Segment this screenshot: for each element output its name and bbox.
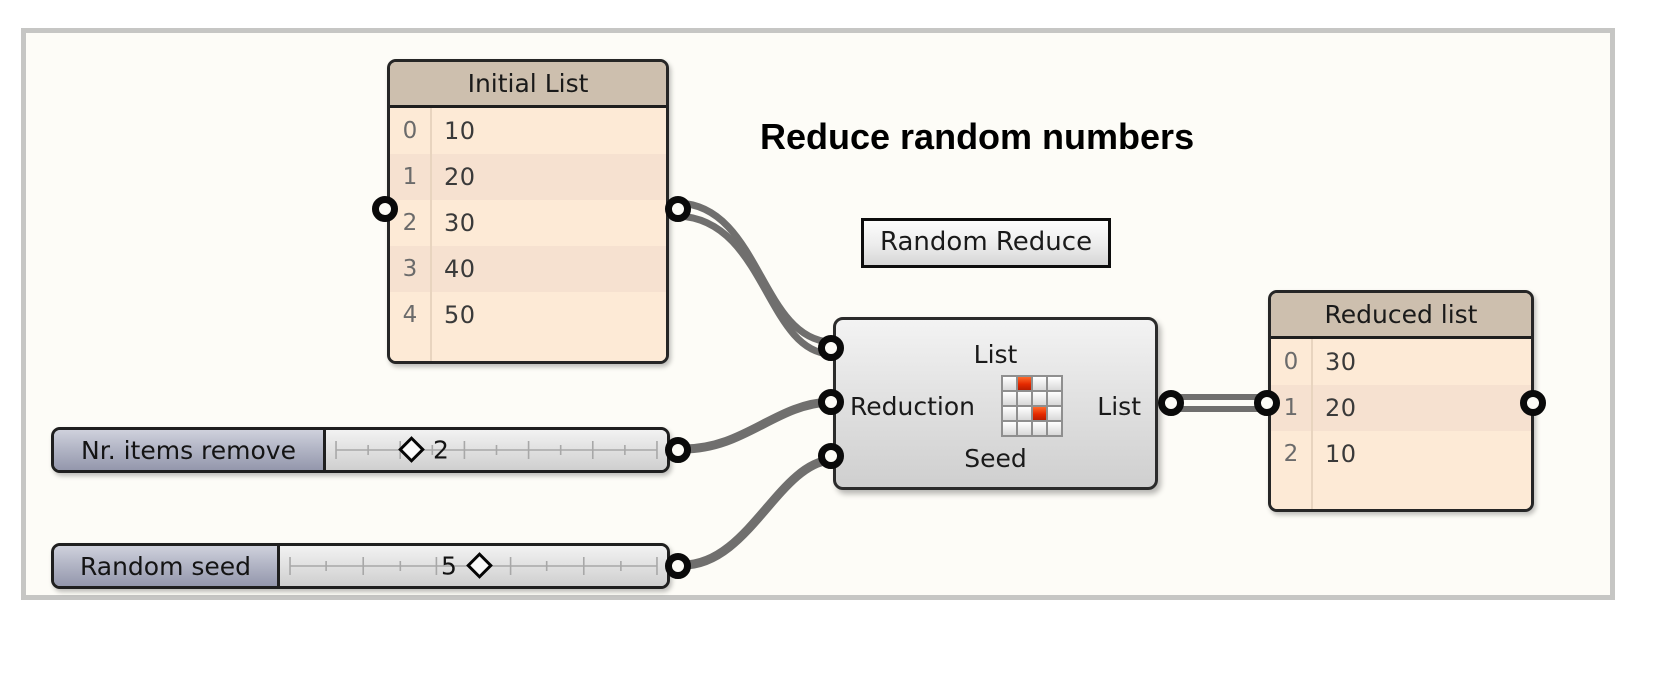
reduced-list-body: 0 30 1 20 2 10 [1271, 339, 1531, 509]
row-value: 20 [1325, 394, 1357, 422]
list-item: 0 10 [390, 108, 666, 154]
column-divider [1311, 431, 1313, 477]
column-divider [430, 108, 432, 154]
slider-value-random-seed: 5 [441, 551, 457, 581]
list-item: 1 20 [390, 154, 666, 200]
list-item: 2 10 [1271, 431, 1531, 477]
column-divider [430, 338, 432, 361]
list-item: 2 30 [390, 200, 666, 246]
row-index: 1 [1283, 395, 1299, 421]
port-reduced-list-input[interactable] [1254, 390, 1280, 416]
initial-list-header: Initial List [390, 62, 666, 108]
port-rr-input-reduction[interactable] [818, 389, 844, 415]
list-item: 4 50 [390, 292, 666, 338]
slider-label-nr-items-remove: Nr. items remove [54, 430, 326, 470]
input-label-list: List [973, 340, 1018, 369]
row-index: 0 [1283, 349, 1299, 375]
initial-list-body: 0 10 1 20 2 30 3 40 [390, 108, 666, 361]
list-item: 3 40 [390, 246, 666, 292]
slider-track-nr-items[interactable]: 2 [326, 430, 667, 470]
random-reduce-tooltip-label: Random Reduce [861, 218, 1112, 268]
port-random-seed-output[interactable] [665, 553, 691, 579]
row-index: 4 [402, 302, 418, 328]
row-value: 40 [444, 255, 476, 283]
random-reduce-node[interactable]: List Reduction Seed List [833, 317, 1158, 490]
port-rr-input-list[interactable] [818, 335, 844, 361]
list-filler [1271, 477, 1531, 509]
slider-random-seed[interactable]: Random seed 5 [51, 543, 670, 589]
row-value: 10 [1325, 440, 1357, 468]
reduced-list-header: Reduced list [1271, 293, 1531, 339]
row-index: 1 [402, 164, 418, 190]
row-index: 0 [402, 118, 418, 144]
port-initial-list-output[interactable] [665, 196, 691, 222]
page-title: Reduce random numbers [760, 116, 1195, 157]
port-rr-output-list[interactable] [1158, 390, 1184, 416]
port-rr-input-seed[interactable] [818, 443, 844, 469]
slider-label-random-seed: Random seed [54, 546, 280, 586]
row-value: 30 [444, 209, 476, 237]
input-label-reduction: Reduction [850, 392, 975, 421]
row-value: 50 [444, 301, 476, 329]
row-value: 30 [1325, 348, 1357, 376]
column-divider [1311, 385, 1313, 431]
column-divider [430, 292, 432, 338]
slider-nr-items-remove[interactable]: Nr. items remove 2 [51, 427, 670, 473]
row-index: 2 [402, 210, 418, 236]
row-value: 20 [444, 163, 476, 191]
grid-4x4-random-icon [1001, 375, 1063, 437]
slider-value-nr-items: 2 [433, 435, 449, 465]
row-index: 3 [402, 256, 418, 282]
list-item: 1 20 [1271, 385, 1531, 431]
column-divider [1311, 477, 1313, 509]
column-divider [430, 154, 432, 200]
port-nr-items-output[interactable] [665, 437, 691, 463]
port-reduced-list-output[interactable] [1520, 390, 1546, 416]
column-divider [1311, 339, 1313, 385]
node-name-bubble: Random Reduce [861, 218, 1112, 268]
list-filler [390, 338, 666, 361]
list-item: 0 30 [1271, 339, 1531, 385]
row-value: 10 [444, 117, 476, 145]
row-index: 2 [1283, 441, 1299, 467]
watch-node-initial-list[interactable]: Initial List 0 10 1 20 2 30 [387, 59, 669, 364]
port-initial-list-input[interactable] [372, 196, 398, 222]
column-divider [430, 200, 432, 246]
watch-node-reduced-list[interactable]: Reduced list 0 30 1 20 2 10 [1268, 290, 1534, 512]
output-label-list: List [1097, 392, 1141, 421]
input-label-seed: Seed [964, 444, 1027, 473]
slider-ticks-icon [335, 441, 658, 459]
slider-track-random-seed[interactable]: 5 [280, 546, 667, 586]
column-divider [430, 246, 432, 292]
